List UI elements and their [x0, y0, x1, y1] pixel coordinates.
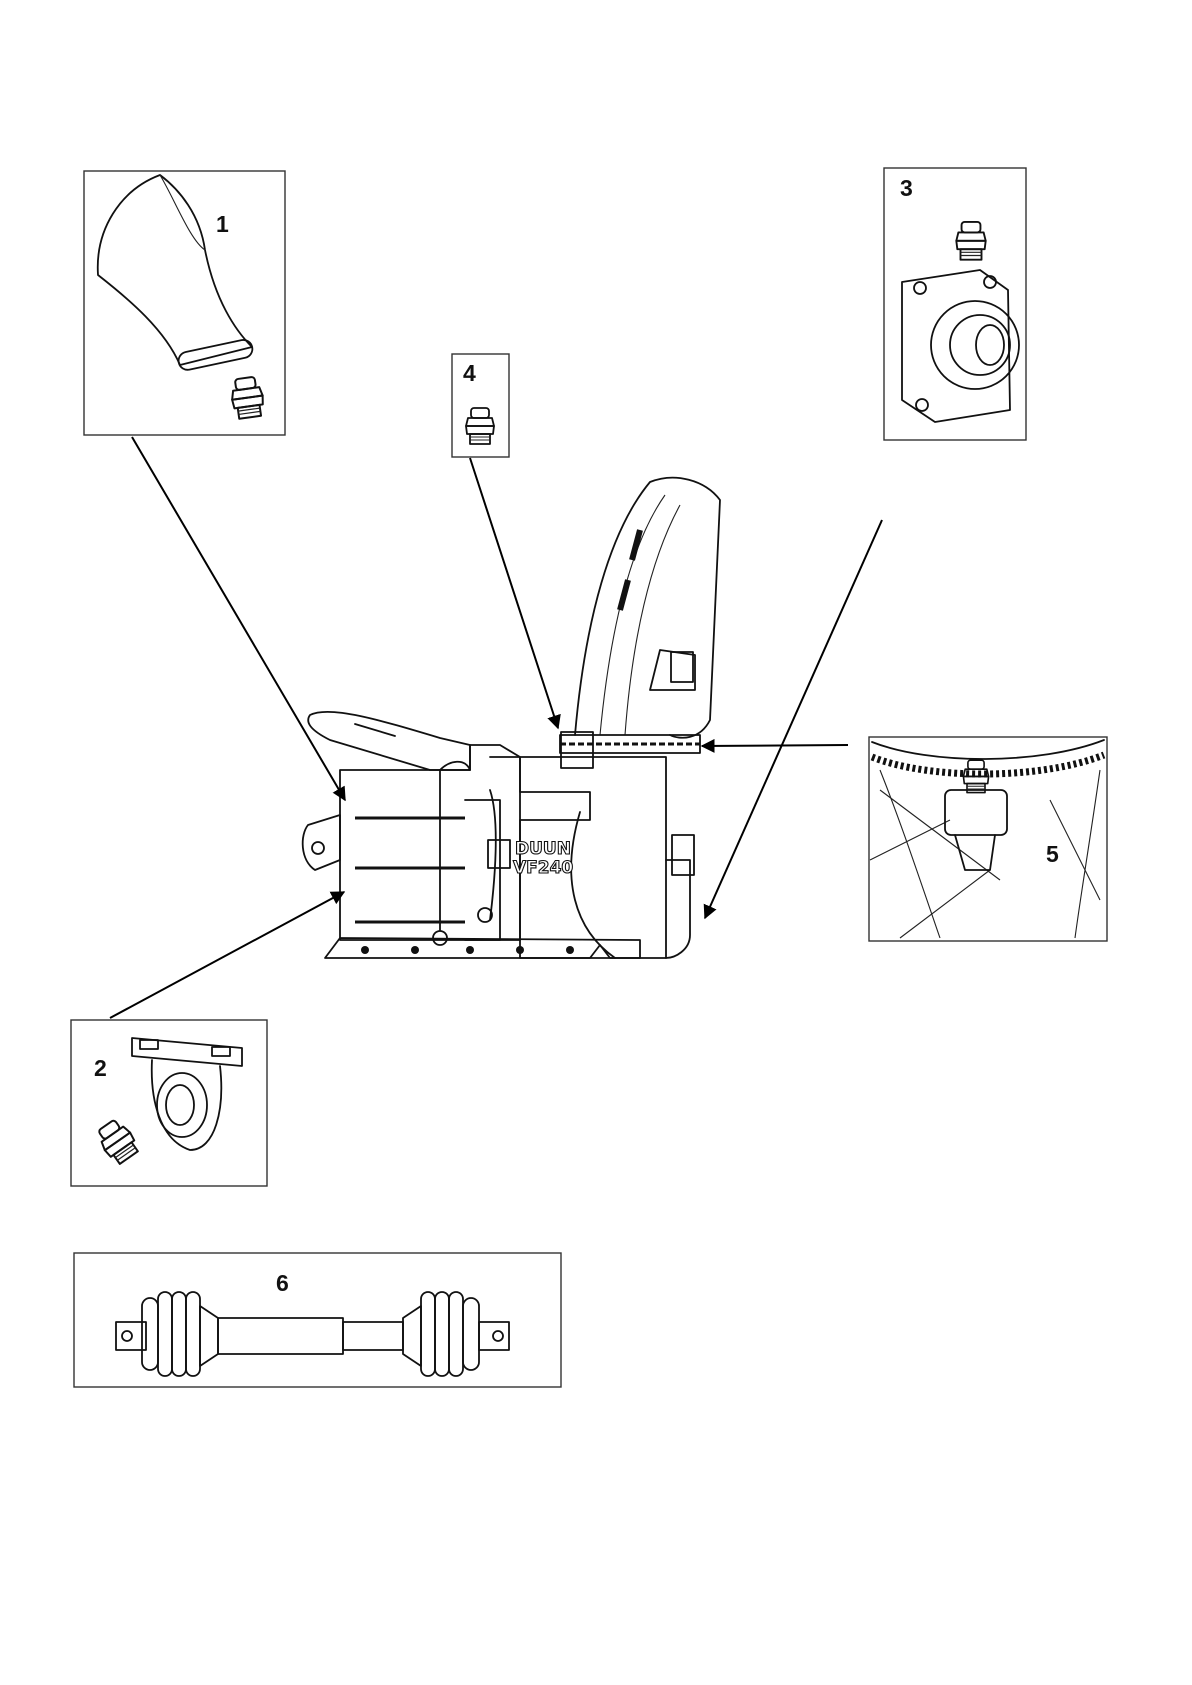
leader-4 [470, 458, 558, 728]
callout-label-3: 3 [900, 175, 913, 201]
callout-box-3: 3 [884, 168, 1026, 440]
callout-label-1: 1 [216, 211, 229, 237]
snow-blower-machine: DUUN VF240 [303, 478, 720, 958]
callout-box-1: 1 [84, 171, 285, 435]
brand-name: DUUN [515, 839, 571, 859]
leader-lines [110, 437, 882, 1018]
callout-label-5: 5 [1046, 841, 1059, 867]
leader-1 [132, 437, 345, 800]
callout-label-4: 4 [463, 360, 476, 386]
callout-box-2: 2 [71, 1020, 267, 1186]
callout-box-6: 6 [74, 1253, 561, 1387]
callout-label-2: 2 [94, 1055, 107, 1081]
leader-2 [110, 892, 344, 1018]
leader-5 [702, 745, 848, 746]
callout-label-6: 6 [276, 1270, 289, 1296]
callout-box-5: 5 [869, 737, 1107, 941]
leader-3 [705, 520, 882, 918]
callout-box-4: 4 [452, 354, 509, 457]
model-name: VF240 [513, 858, 573, 878]
discharge-chute-icon [575, 478, 720, 738]
